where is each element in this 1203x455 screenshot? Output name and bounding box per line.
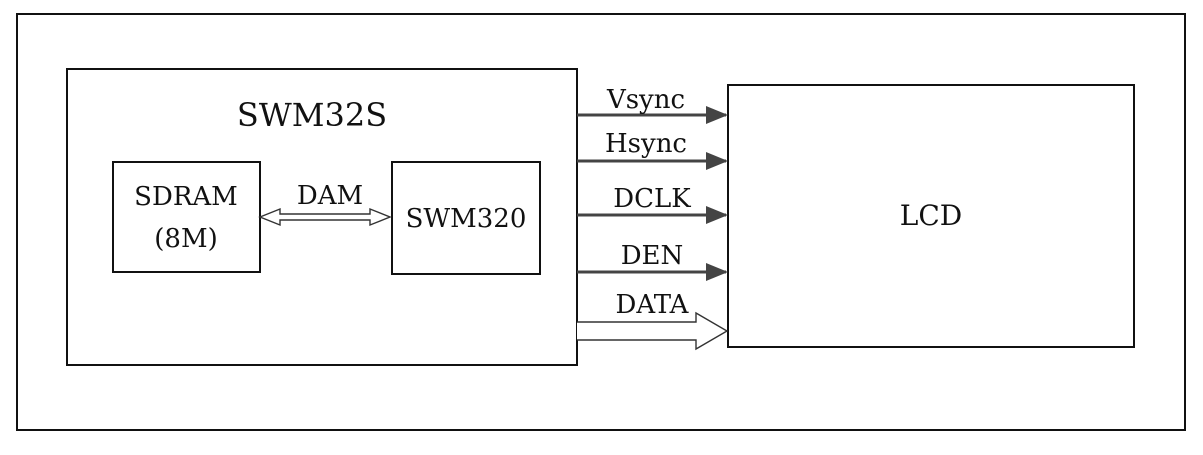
lcd-block (727, 84, 1135, 348)
sdram-block (112, 161, 261, 273)
dclk-label: DCLK (613, 184, 691, 214)
dam-bus-arrow (258, 207, 392, 227)
sdram-label: SDRAM (134, 182, 238, 212)
vsync-label: Vsync (606, 85, 685, 115)
hsync-label: Hsync (605, 129, 687, 159)
swm320-label: SWM320 (406, 204, 527, 234)
dam-label: DAM (297, 181, 363, 211)
swm32s-label: SWM32S (237, 96, 387, 134)
data-label: DATA (616, 290, 690, 320)
swm320-block (391, 161, 541, 275)
data-bus-arrow (577, 311, 729, 351)
sdram-size-label: (8M) (154, 224, 217, 254)
den-label: DEN (621, 241, 684, 271)
lcd-label: LCD (900, 199, 962, 232)
